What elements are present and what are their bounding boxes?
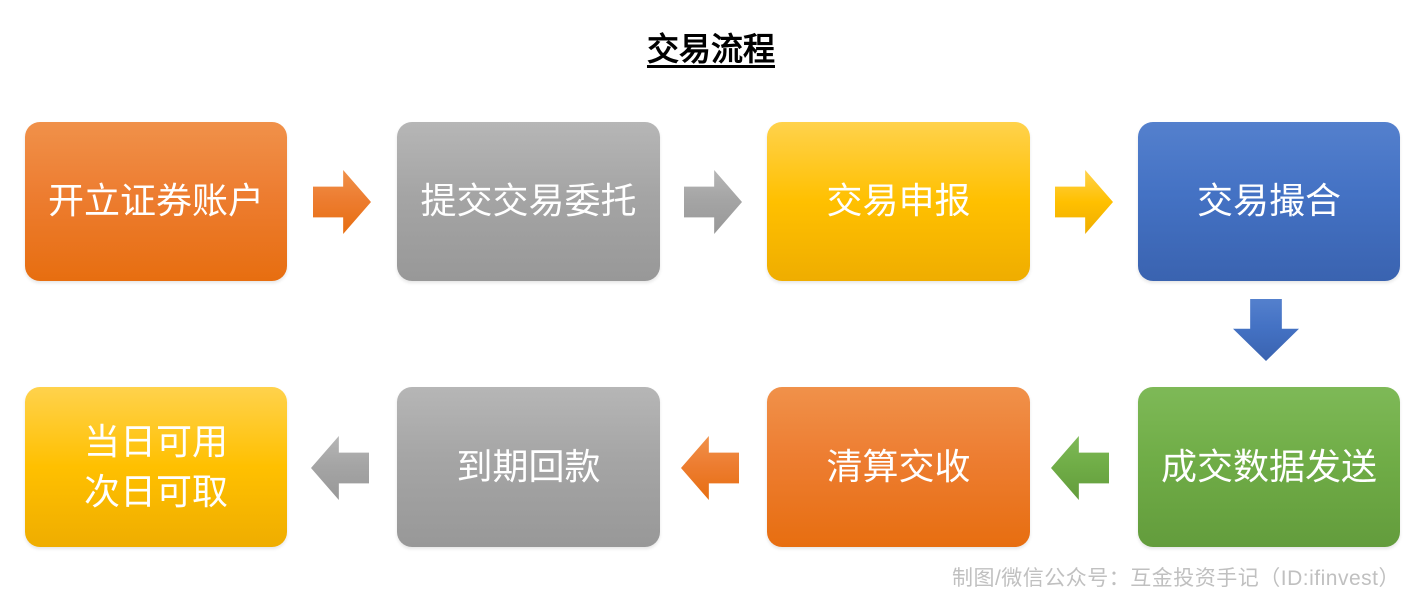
flow-step-funds-availability: 当日可用 次日可取 xyxy=(25,387,287,547)
arrow-down-icon xyxy=(1233,299,1299,361)
arrow-right-icon xyxy=(1055,170,1113,234)
arrow-left-icon xyxy=(311,436,369,500)
flow-step-clearing-settlement: 清算交收 xyxy=(767,387,1030,547)
arrow-right-icon xyxy=(313,170,371,234)
arrow-left-icon xyxy=(1051,436,1109,500)
flow-step-trade-data-sending: 成交数据发送 xyxy=(1138,387,1400,547)
flow-step-submit-trade-order: 提交交易委托 xyxy=(397,122,660,281)
flow-step-open-securities-account: 开立证券账户 xyxy=(25,122,287,281)
flow-step-trade-declaration: 交易申报 xyxy=(767,122,1030,281)
diagram-title: 交易流程 xyxy=(646,31,775,67)
flow-step-trade-matching: 交易撮合 xyxy=(1138,122,1400,281)
arrow-left-icon xyxy=(681,436,739,500)
watermark-credit: 制图/微信公众号：互金投资手记（ID:ifinvest） xyxy=(951,567,1400,590)
arrow-right-icon xyxy=(684,170,742,234)
flow-step-maturity-repayment: 到期回款 xyxy=(397,387,660,547)
